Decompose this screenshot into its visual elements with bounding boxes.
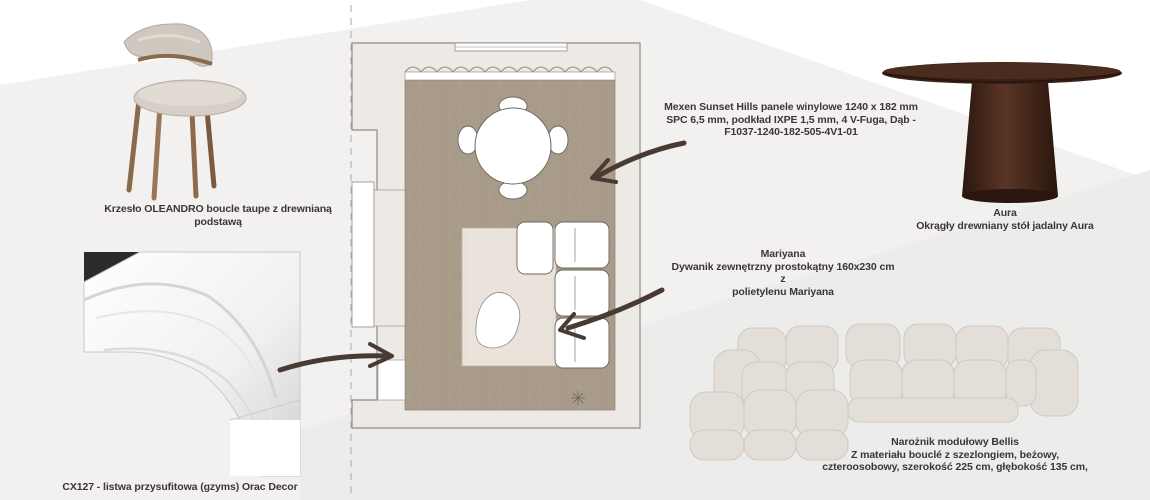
pointer-arrows	[277, 140, 687, 373]
caption-table-line-1: Aura	[993, 207, 1017, 219]
floor-plan	[351, 42, 641, 429]
sofa-image	[689, 323, 1079, 461]
caption-flooring-line-1: Mexen Sunset Hills panele winylowe 1240 …	[664, 101, 918, 113]
table-image	[882, 62, 1122, 203]
caption-chair-line-2: podstawą	[194, 215, 242, 228]
caption-chair: Krzesło OLEANDRO boucle taupe z drewnian…	[96, 203, 340, 228]
caption-rug-line-2: Dywanik zewnętrzny prostokątny 160x230 c…	[671, 260, 895, 286]
caption-flooring: Mexen Sunset Hills panele winylowe 1240 …	[664, 101, 918, 139]
caption-flooring-line-2: SPC 6,5 mm, podkład IXPE 1,5 mm, 4 V-Fug…	[666, 113, 916, 126]
plan-sofa	[516, 221, 610, 369]
caption-sofa: Narożnik modułowy Bellis Z materiału bou…	[800, 436, 1110, 474]
caption-sofa-line-3: czteroosobowy, szerokość 225 cm, głęboko…	[822, 461, 1088, 473]
arrow-flooring	[590, 140, 687, 184]
caption-molding: CX127 - listwa przysufitowa (gzyms) Orac…	[40, 481, 320, 494]
plan-table	[457, 96, 569, 200]
caption-molding-line-1: CX127 - listwa przysufitowa (gzyms) Orac…	[62, 481, 298, 493]
caption-sofa-line-2: Z materiału bouclé z szezlongiem, beżowy…	[850, 448, 1060, 461]
caption-rug: Mariyana Dywanik zewnętrzny prostokątny …	[668, 248, 898, 298]
molding-image	[83, 251, 301, 477]
plan-plant	[571, 391, 585, 405]
caption-rug-line-1: Mariyana	[760, 248, 806, 260]
caption-flooring-line-3: F1037-1240-182-505-4V1-01	[724, 126, 858, 138]
caption-chair-line-1: Krzesło OLEANDRO boucle taupe z drewnian…	[104, 203, 332, 215]
caption-table: Aura Okrągły drewniany stół jadalny Aura	[900, 207, 1110, 232]
arrow-molding	[277, 342, 394, 373]
caption-rug-line-3: polietylenu Mariyana	[732, 285, 834, 298]
arrow-rug	[558, 287, 665, 340]
chair-image	[123, 23, 247, 201]
caption-sofa-line-1: Narożnik modułowy Bellis	[891, 436, 1019, 448]
caption-table-line-2: Okrągły drewniany stół jadalny Aura	[916, 219, 1094, 232]
